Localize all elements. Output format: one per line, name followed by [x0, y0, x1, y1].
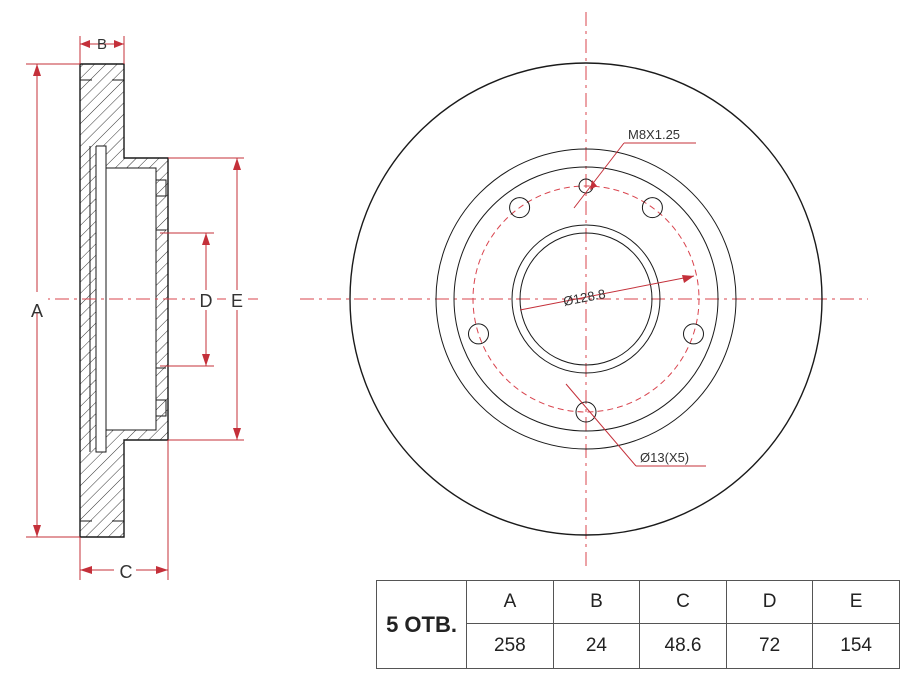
spec-value-e: 154: [812, 623, 900, 669]
side-section-view: A B C D E: [26, 36, 262, 582]
bolt-hole-label: Ø13(X5): [640, 450, 689, 465]
stud-hole-top: [155, 179, 167, 197]
bolt-hole-1: [575, 401, 597, 423]
spec-value-b: 24: [552, 623, 641, 669]
dim-label-d: D: [200, 291, 213, 311]
slot-outline: [95, 145, 107, 453]
disc-outer-edge: [349, 62, 823, 536]
hub-outer: [453, 166, 719, 432]
bolt-hole-2: [468, 323, 489, 345]
center-bore-outer: [511, 224, 661, 374]
thread-arrow: [590, 180, 597, 190]
bolt-hole-3: [509, 197, 531, 219]
spec-table: 5 ОТВ. A B C D E 258 24 48.6 72 154: [375, 580, 900, 669]
spec-value-c: 48.6: [639, 623, 727, 669]
front-view: Ø128.8 M8X1.25 Ø13(X5): [300, 12, 868, 570]
center-bore-inner: [519, 232, 653, 366]
center-bore-arrow: [682, 275, 694, 283]
spec-header-a: A: [466, 580, 554, 624]
bolt-hole-group: [468, 197, 704, 423]
spec-header-b: B: [552, 580, 641, 624]
bolt-hole-4: [641, 197, 663, 219]
stud-hole-bottom: [155, 399, 167, 417]
dim-label-b: B: [97, 36, 107, 53]
spec-value-d: 72: [725, 623, 814, 669]
thread-leader: [573, 142, 625, 209]
spec-value-a: 258: [466, 623, 554, 669]
thread-label: M8X1.25: [628, 127, 680, 142]
dim-b-arrows: [80, 40, 124, 48]
center-bore-dim-line: [519, 275, 695, 311]
dim-label-a: A: [31, 301, 43, 321]
spec-header-d: D: [725, 580, 814, 624]
spec-header-c: C: [639, 580, 727, 624]
friction-ring-inner: [435, 148, 737, 450]
bolt-leader: [565, 383, 637, 467]
holes-count-cell: 5 ОТВ.: [375, 580, 468, 669]
dim-label-e: E: [231, 291, 243, 311]
bolt-circle: [472, 185, 700, 413]
dim-label-c: C: [120, 562, 133, 582]
bolt-hole-5: [683, 323, 704, 345]
center-bore-label: Ø128.8: [562, 286, 607, 309]
spec-header-e: E: [812, 580, 900, 624]
